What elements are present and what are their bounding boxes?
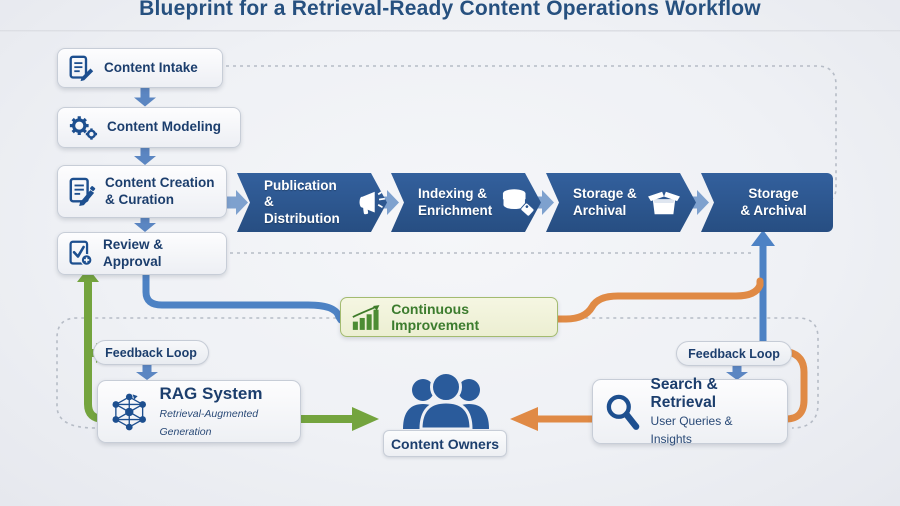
chevron-publication-distribution: Publication & Distribution [237, 173, 387, 232]
chevron-label: Indexing & Enrichment [418, 186, 492, 219]
feedback-loop-left-label: Feedback Loop [105, 345, 197, 360]
rag-system-title: RAG System [159, 383, 263, 403]
gears-icon [69, 116, 98, 140]
chevron-label: Publication & Distribution [264, 178, 350, 227]
node-review-approval: Review & Approval [57, 232, 227, 275]
node-label: Content Intake [104, 59, 198, 75]
search-retrieval-subtitle: User Queries & Insights [650, 413, 733, 446]
node-label: Content Creation & Curation [105, 175, 215, 207]
search-retrieval-box: Search & Retrieval User Queries & Insigh… [592, 376, 788, 446]
orange-line-ci-to-junction [550, 277, 764, 323]
feedback-loop-left: Feedback Loop [93, 340, 209, 365]
content-owners-label: Content Owners [383, 430, 507, 457]
database-tag-icon [500, 187, 536, 219]
magnifier-icon [606, 394, 640, 430]
chevron-label-line2: & Archival [740, 202, 807, 218]
network-graph-icon [112, 393, 146, 430]
chevron-label-line1: Storage [748, 186, 799, 202]
chevron-label-line2: & Distribution [264, 194, 340, 226]
node-label: Content Modeling [107, 119, 221, 135]
rag-system-box: RAG System Retrieval-Augmented Generatio… [97, 380, 301, 443]
content-owners-text: Content Owners [390, 435, 500, 452]
chevron-label: Storage & Archival [728, 186, 833, 219]
blue-line-review-to-ci [142, 271, 345, 324]
chevron-label-line2: Enrichment [418, 202, 493, 218]
continuous-improvement-box: Continuous Improvement [340, 297, 558, 337]
chevron-storage-archival-1: Storage & Archival [546, 173, 696, 232]
node-label-line2: & Curation [105, 191, 174, 207]
node-content-modeling: Content Modeling [57, 107, 241, 148]
chevron-label-line1: Indexing & [418, 186, 488, 202]
chevron-storage-archival-2: Storage & Archival [701, 173, 833, 232]
orange-arrowhead-left [510, 407, 538, 431]
document-edit-icon [69, 55, 94, 81]
people-icon [403, 373, 489, 429]
feedback-loop-right: Feedback Loop [676, 341, 792, 366]
dashed-path-intake-to-storage [226, 65, 837, 204]
continuous-improvement-label: Continuous Improvement [391, 301, 480, 333]
green-arrowhead-up [77, 268, 99, 282]
feedback-loop-right-label: Feedback Loop [688, 346, 780, 361]
down-arrows [134, 88, 748, 380]
rag-system-text: RAG System Retrieval-Augmented Generatio… [160, 384, 289, 440]
blue-arrowhead-up [751, 230, 775, 246]
diagram-title: Blueprint for a Retrieval-Ready Content … [139, 0, 761, 20]
node-content-creation: Content Creation & Curation [57, 165, 227, 218]
node-content-intake: Content Intake [57, 48, 223, 88]
document-pencil-icon [69, 177, 96, 206]
title-divider [0, 30, 900, 32]
rag-system-subtitle: Retrieval-Augmented Generation [159, 407, 259, 438]
search-retrieval-title: Search & Retrieval [650, 375, 718, 411]
document-check-icon [69, 240, 93, 266]
growth-chart-icon [352, 304, 380, 330]
node-label: Review & Approval [102, 237, 164, 269]
chevron-label-line2: Archival [573, 202, 627, 218]
archive-box-icon [645, 188, 683, 218]
chevron-label: Storage & Archival [573, 186, 637, 219]
orange-line-feedback-to-owners [532, 348, 808, 423]
node-label-line1: Content Creation [105, 175, 215, 191]
search-retrieval-text: Search & Retrieval User Queries & Insigh… [651, 376, 775, 448]
green-arrowhead-right [352, 407, 379, 431]
chevron-indexing-enrichment: Indexing & Enrichment [391, 173, 541, 232]
chevron-label-line1: Storage & [573, 186, 637, 202]
chevron-label-line1: Publication [264, 177, 337, 193]
